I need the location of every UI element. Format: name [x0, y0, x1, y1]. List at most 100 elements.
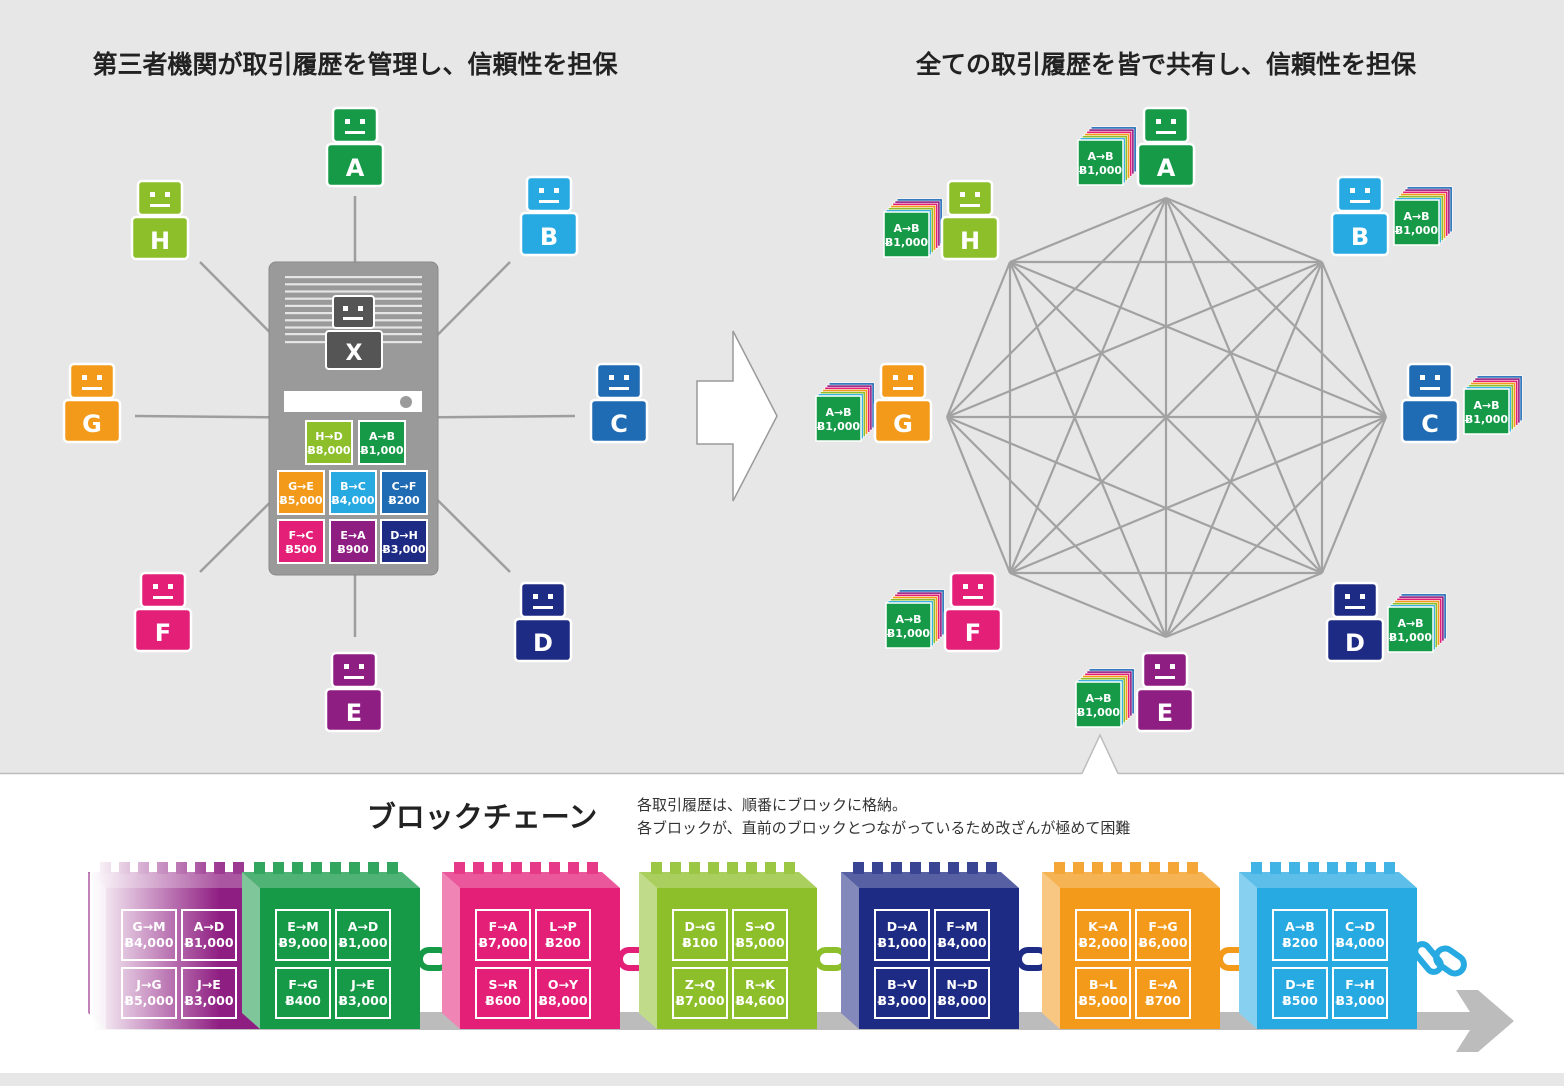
- blockchain-title: ブロックチェーン: [367, 800, 598, 834]
- tx-amount: Ƀ4,600: [735, 993, 784, 1008]
- tx-pair: J→E: [350, 977, 375, 992]
- ledger-amount: Ƀ1,000: [1395, 224, 1439, 237]
- ledger-amount: Ƀ1,000: [1077, 706, 1121, 719]
- hub-label: X: [346, 341, 363, 366]
- tx-pair: D→E: [1285, 977, 1314, 992]
- tx-pair: S→O: [745, 919, 775, 934]
- tx-pair: F→A: [489, 919, 518, 934]
- tx-amount: Ƀ7,000: [478, 935, 527, 950]
- person-b: B: [519, 175, 579, 257]
- ledger-amount: Ƀ900: [337, 543, 369, 556]
- tx-amount: Ƀ9,000: [278, 935, 327, 950]
- block-transaction: A→DɃ1,000: [335, 909, 391, 961]
- right-title: 全ての取引履歴を皆で共有し、信頼性を担保: [915, 50, 1417, 79]
- tx-pair: E→A: [1149, 977, 1178, 992]
- ledger-pair: A→B: [1087, 150, 1113, 163]
- tx-pair: A→D: [348, 919, 379, 934]
- blockchain: G→MɃ4,000A→DɃ1,000J→GɃ5,000J→EɃ3,000E→MɃ…: [88, 855, 1514, 1052]
- ledger-amount: Ƀ500: [285, 543, 317, 556]
- tx-amount: Ƀ4,000: [937, 935, 986, 950]
- block-transaction: C→DɃ4,000: [1332, 909, 1388, 961]
- tx-amount: Ƀ100: [682, 935, 718, 950]
- tx-amount: Ƀ8,000: [538, 993, 587, 1008]
- tx-amount: Ƀ400: [285, 993, 321, 1008]
- tx-pair: L→P: [549, 919, 577, 934]
- tx-amount: Ƀ7,000: [675, 993, 724, 1008]
- tx-amount: Ƀ6,000: [1138, 935, 1187, 950]
- person-h: H: [130, 179, 190, 261]
- tx-amount: Ƀ4,000: [1335, 935, 1384, 950]
- node-label: H: [960, 227, 980, 255]
- peer-b: B: [1330, 175, 1390, 257]
- hub-person-x: X: [325, 295, 383, 370]
- node-label: C: [610, 410, 628, 438]
- shared-ledger-stack: A→BɃ1,000: [883, 198, 943, 258]
- node-label: D: [533, 629, 553, 657]
- node-label: E: [1157, 699, 1173, 727]
- blockchain-description-2: 各ブロックが、直前のブロックとつながっているため改ざんが極めて困難: [637, 819, 1130, 837]
- ledger-pair: A→B: [1085, 692, 1111, 705]
- person-c: C: [589, 362, 649, 444]
- block-transaction: J→EɃ3,000: [335, 967, 391, 1019]
- block-transaction: B→LɃ5,000: [1075, 967, 1131, 1019]
- tx-pair: B→V: [887, 977, 917, 992]
- peer-f: F: [943, 571, 1003, 653]
- node-label: B: [1351, 223, 1369, 251]
- ledger-amount: Ƀ1,000: [1079, 164, 1123, 177]
- ledger-amount: Ƀ1,000: [885, 236, 929, 249]
- shared-ledger-stack: A→BɃ1,000: [1075, 668, 1135, 728]
- ledger-pair: F→C: [289, 529, 314, 542]
- transition-arrow: [696, 330, 778, 502]
- ledger-pair: C→F: [392, 480, 417, 493]
- ledger-tile: D→HɃ3,000: [380, 519, 428, 564]
- tx-pair: A→B: [1285, 919, 1315, 934]
- ledger-pair: A→B: [1397, 617, 1423, 630]
- peer-g: G: [873, 362, 933, 444]
- node-label: A: [346, 154, 365, 182]
- tx-amount: Ƀ600: [485, 993, 521, 1008]
- ledger-tile: B→CɃ4,000: [329, 470, 377, 515]
- ledger-pair: A→B: [1403, 210, 1429, 223]
- chain-link: [814, 947, 848, 971]
- ledger-pair: G→E: [288, 480, 314, 493]
- tx-amount: Ƀ3,000: [877, 993, 926, 1008]
- blockchain-description-1: 各取引履歴は、順番にブロックに格納。: [637, 796, 907, 814]
- tx-pair: F→G: [1148, 919, 1177, 934]
- block-transaction: O→YɃ8,000: [535, 967, 591, 1019]
- ledger-amount: Ƀ4,000: [331, 494, 375, 507]
- tx-pair: E→M: [287, 919, 318, 934]
- left-title: 第三者機関が取引履歴を管理し、信頼性を担保: [92, 50, 618, 79]
- peer-h: H: [940, 179, 1000, 261]
- ledger-amount: Ƀ5,000: [279, 494, 323, 507]
- ledger-amount: Ƀ3,000: [382, 543, 426, 556]
- shared-ledger-stack: A→BɃ1,000: [815, 382, 875, 442]
- node-label: F: [965, 619, 981, 647]
- tx-pair: D→A: [887, 919, 918, 934]
- ledger-pair: H→D: [315, 430, 343, 443]
- tx-amount: Ƀ2,000: [1078, 935, 1127, 950]
- block-transaction: K→AɃ2,000: [1075, 909, 1131, 961]
- ledger-amount: Ƀ8,000: [307, 444, 351, 457]
- tx-amount: Ƀ5,000: [735, 935, 784, 950]
- ledger-amount: Ƀ1,000: [1465, 413, 1509, 426]
- chain-link: [1412, 941, 1467, 977]
- tx-amount: Ƀ3,000: [338, 993, 387, 1008]
- shared-ledger-stack: A→BɃ1,000: [1077, 126, 1137, 186]
- tx-amount: Ƀ1,000: [877, 935, 926, 950]
- ledger-pair: A→B: [893, 222, 919, 235]
- tx-pair: O→Y: [548, 977, 579, 992]
- node-label: H: [150, 227, 170, 255]
- block-transaction: E→MɃ9,000: [275, 909, 331, 961]
- tx-amount: Ƀ3,000: [1335, 993, 1384, 1008]
- ledger-amount: Ƀ200: [388, 494, 420, 507]
- tx-pair: F→G: [288, 977, 317, 992]
- block-transaction: N→DɃ8,000: [934, 967, 990, 1019]
